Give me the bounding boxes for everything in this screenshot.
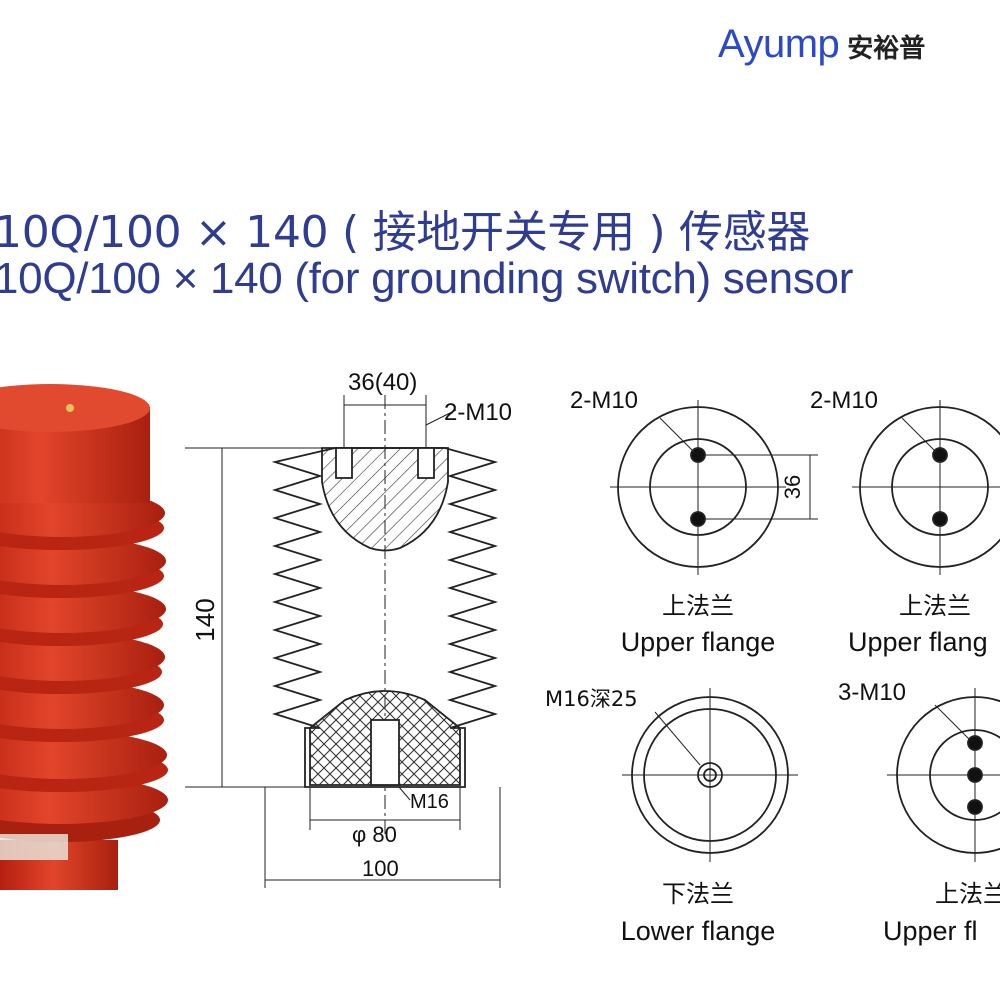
flange-2-holes: 2-M10 [810, 387, 878, 414]
dim-outer-diameter: 100 [362, 856, 399, 881]
flange-4-holes: 3-M10 [838, 679, 906, 706]
flange-1-caption-cn: 上法兰 [662, 592, 734, 620]
flange-3-holes: M16深25 [545, 687, 638, 711]
flange-view-4 [887, 688, 1000, 862]
dim-height: 140 [190, 598, 220, 641]
dim-top-width: 36(40) [348, 369, 417, 396]
dim-bottom-thread: M16 [410, 791, 449, 813]
title-chinese: 10Q/100 × 140 ( 接地开关专用 ) 传感器 [0, 207, 811, 258]
flange-3-caption-en: Lower flange [621, 916, 776, 946]
logo-chinese-text: 安裕普 [847, 34, 926, 64]
brand-logo: Ayump 安裕普 [718, 22, 925, 67]
flange-1-holes: 2-M10 [570, 387, 638, 414]
flange-view-1 [610, 400, 818, 575]
section-drawing [185, 395, 501, 888]
product-photo [0, 384, 168, 890]
flange-3-caption-cn: 下法兰 [662, 880, 734, 908]
flange-view-3 [622, 688, 798, 862]
dim-top-holes: 2-M10 [444, 399, 512, 426]
flange-2-caption-en: Upper flang [848, 627, 988, 657]
flange-2-caption-cn: 上法兰 [899, 592, 971, 620]
dim-inner-diameter: φ 80 [352, 822, 397, 847]
flange-4-caption-en: Upper fl [883, 916, 978, 946]
flange-1-caption-en: Upper flange [621, 627, 776, 657]
title-english: 10Q/100 × 140 (for grounding switch) sen… [0, 254, 854, 303]
logo-text: Ayump [718, 22, 840, 66]
flange-1-spacing: 36 [780, 475, 805, 499]
flange-view-2 [852, 400, 1000, 575]
flange-4-caption-cn: 上法兰 [935, 880, 1000, 908]
